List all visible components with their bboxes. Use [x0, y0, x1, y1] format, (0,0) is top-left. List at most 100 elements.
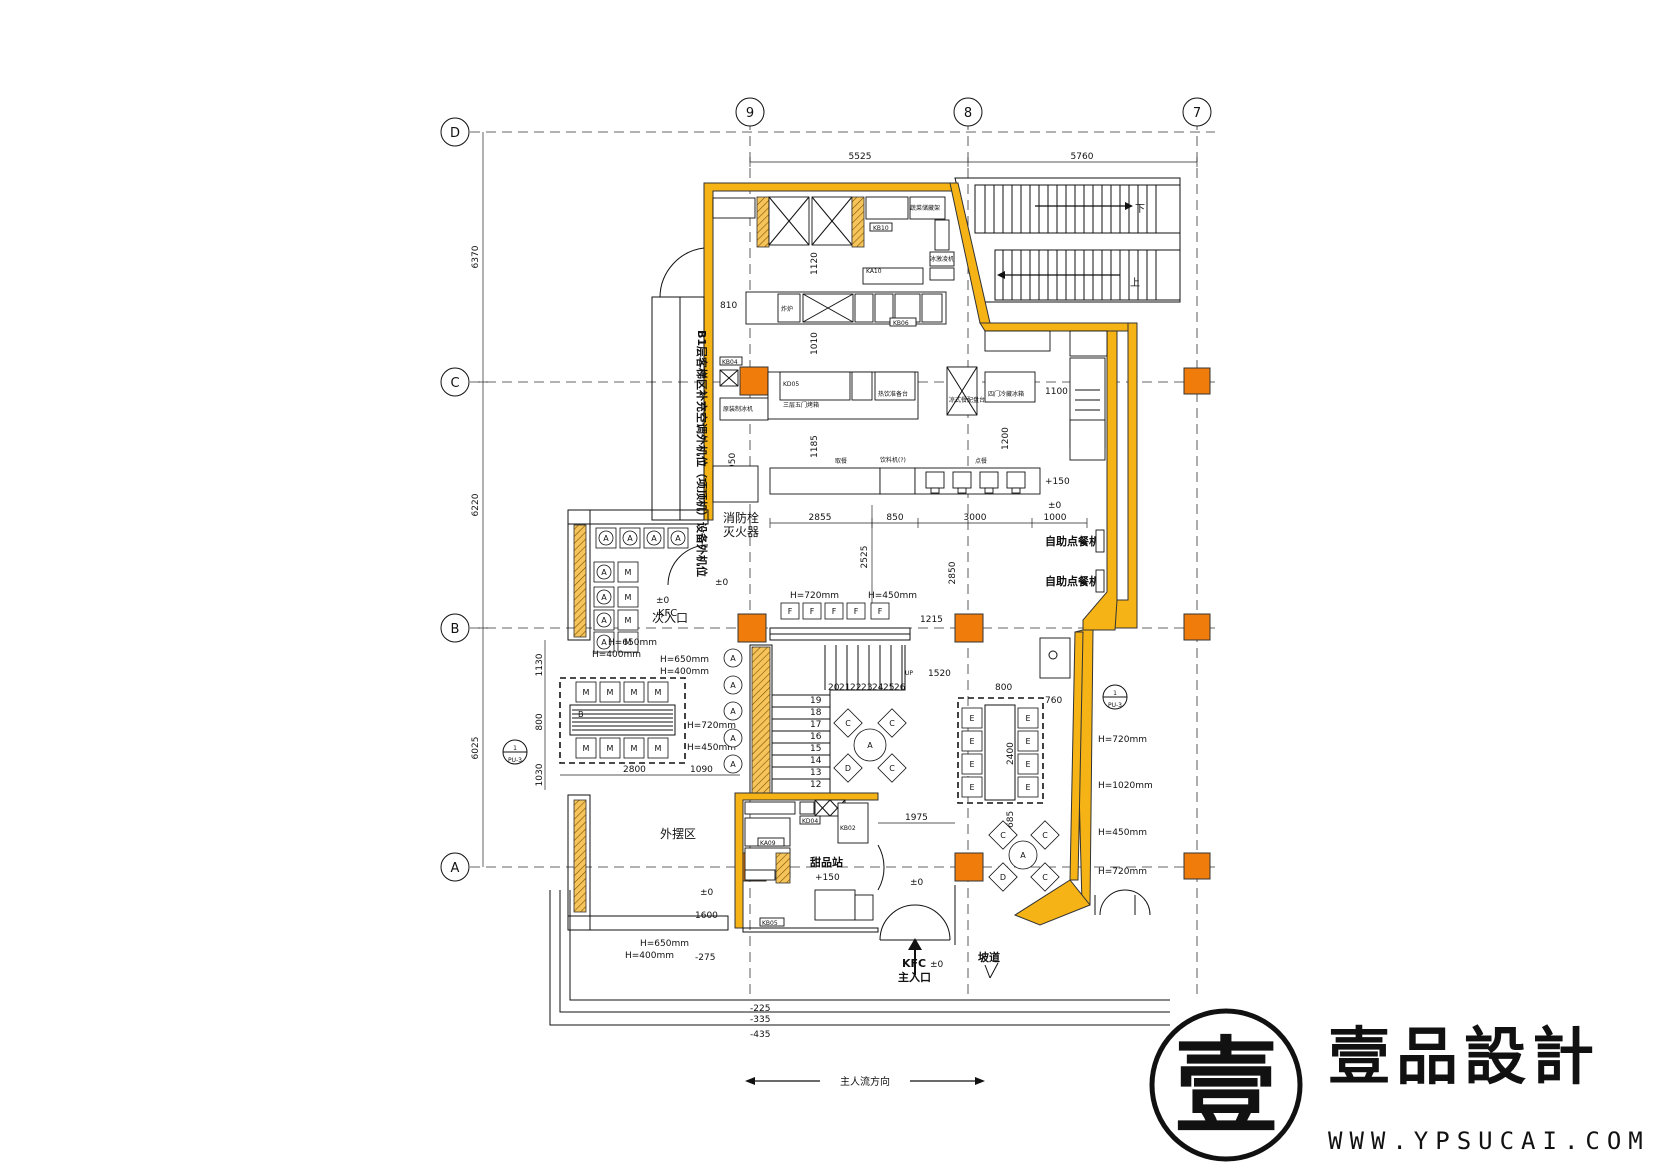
seat-a: A: [593, 631, 615, 653]
svg-text:5525: 5525: [849, 152, 872, 162]
seat-m: M: [647, 737, 669, 759]
svg-text:A: A: [675, 534, 681, 543]
svg-text:E: E: [969, 783, 974, 792]
svg-text:蔬菜储藏架: 蔬菜储藏架: [910, 204, 940, 212]
level-lines: -225 -335 -435: [549, 890, 1170, 1040]
svg-text:M: M: [631, 744, 638, 753]
svg-text:-275: -275: [695, 953, 715, 963]
stair-step-number: 20: [828, 683, 840, 693]
svg-text:A: A: [601, 568, 607, 577]
svg-text:H=650mm: H=650mm: [660, 655, 709, 665]
seat-m: M: [617, 586, 639, 608]
grid-bubble-col-7: 7: [1182, 97, 1212, 127]
svg-text:M: M: [583, 744, 590, 753]
svg-text:800: 800: [535, 713, 545, 730]
seat-a: A: [723, 701, 743, 721]
section-marker-right: 1 PU-3: [1102, 684, 1128, 710]
svg-text:F: F: [810, 607, 815, 616]
svg-text:2800: 2800: [623, 765, 646, 775]
main-entrance-label: 主入口: [898, 970, 931, 984]
svg-text:A: A: [651, 534, 657, 543]
svg-text:1520: 1520: [928, 669, 951, 679]
svg-text:±0: ±0: [910, 878, 924, 888]
svg-text:A: A: [867, 741, 873, 750]
self-order-kiosk-2: 自助点餐机: [1045, 574, 1100, 588]
main-entrance: ±0 KFC ±0 主入口 坡道: [879, 878, 1151, 984]
seat-m: M: [599, 737, 621, 759]
self-order-kiosk-1: 自助点餐机: [1045, 534, 1100, 548]
dessert-station-label: 甜品站: [810, 855, 843, 869]
svg-text:1975: 1975: [905, 813, 928, 823]
svg-text:-335: -335: [750, 1015, 770, 1025]
svg-text:1185: 1185: [810, 435, 820, 458]
equipment-room: B1层客梯区补充空调外机位（项顶机）设备外机位: [651, 247, 709, 577]
flow-direction-arrow: 主人流方向: [745, 1072, 985, 1088]
svg-text:KFC: KFC: [902, 957, 926, 970]
seat-a: A: [723, 728, 743, 748]
svg-text:A: A: [451, 861, 460, 876]
svg-text:D: D: [845, 764, 851, 773]
bar-stool-f: F: [780, 602, 800, 620]
outdoor-zone-label: 外摆区: [660, 827, 696, 841]
svg-text:四门冷藏冰箱: 四门冷藏冰箱: [988, 390, 1024, 398]
svg-text:M: M: [625, 638, 632, 647]
section-marker-left: 1 PU-3: [502, 739, 528, 765]
svg-text:H=720mm: H=720mm: [1098, 735, 1147, 745]
svg-text:A: A: [601, 616, 607, 625]
equipment-room-label: B1层客梯区补充空调外机位（项顶机）设备外机位: [695, 330, 709, 577]
hydrant-label: 消防栓: [723, 510, 759, 525]
seat-c: C: [1030, 862, 1060, 892]
svg-text:1010: 1010: [810, 332, 820, 355]
bar-stool-f: F: [824, 602, 844, 620]
svg-text:850: 850: [886, 513, 903, 523]
seat-a: A: [595, 527, 617, 549]
brand-logo-char: 壹: [1174, 1026, 1278, 1148]
svg-text:E: E: [969, 714, 974, 723]
svg-text:6220: 6220: [471, 493, 481, 516]
svg-text:6370: 6370: [471, 245, 481, 268]
svg-text:KB06: KB06: [893, 320, 909, 327]
svg-text:E: E: [1025, 783, 1030, 792]
svg-text:E: E: [1025, 760, 1030, 769]
seat-m: M: [617, 561, 639, 583]
svg-text:凉式餐配盘台: 凉式餐配盘台: [949, 396, 985, 404]
svg-text:点餐: 点餐: [975, 457, 987, 465]
counter-row: 取餐 饮料机(?) 点餐 +150: [712, 456, 1070, 503]
brand-url: WWW.YPSUCAI.COM: [1328, 1127, 1650, 1155]
svg-text:KFC: KFC: [658, 608, 677, 619]
svg-text:±0: ±0: [715, 578, 729, 588]
svg-text:E: E: [969, 737, 974, 746]
svg-text:1600: 1600: [695, 911, 718, 921]
svg-text:9: 9: [746, 106, 754, 121]
svg-text:+150: +150: [815, 873, 840, 883]
svg-text:PU-3: PU-3: [508, 757, 522, 764]
kiosk-1-marker: [1095, 529, 1105, 553]
svg-text:1215: 1215: [920, 615, 943, 625]
svg-text:H=450mm: H=450mm: [868, 591, 917, 601]
stair-step-number: 13: [810, 768, 821, 778]
svg-text:H=400mm: H=400mm: [592, 650, 641, 660]
svg-text:H=450mm: H=450mm: [1098, 828, 1147, 838]
stair-step-number: 26: [894, 683, 906, 693]
svg-text:热饮准备台: 热饮准备台: [878, 390, 908, 398]
svg-text:M: M: [607, 688, 614, 697]
svg-text:A: A: [601, 638, 607, 647]
svg-text:H=1020mm: H=1020mm: [1098, 781, 1153, 791]
stair-step-number: 19: [810, 696, 822, 706]
bar-stool-f: F: [802, 602, 822, 620]
grid-bubble-col-9: 9: [735, 97, 765, 127]
svg-text:H=720mm: H=720mm: [687, 721, 736, 731]
svg-text:C: C: [1042, 873, 1048, 882]
bar-stool-f: F: [870, 602, 890, 620]
seat-m: M: [599, 681, 621, 703]
svg-text:B: B: [451, 622, 460, 637]
stair-step-number: 18: [810, 708, 822, 718]
seat-a: A: [723, 675, 743, 695]
seat-e: E: [1017, 776, 1039, 798]
svg-text:下: 下: [1135, 204, 1145, 215]
